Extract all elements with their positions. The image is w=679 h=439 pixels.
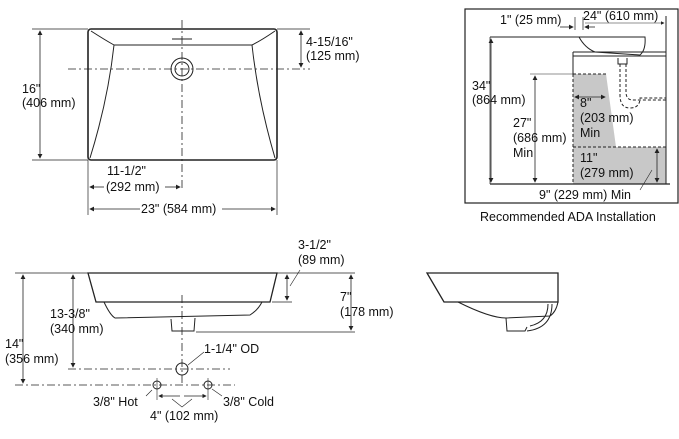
rim-depth-mm: (89 mm) — [298, 253, 345, 267]
ada-knee-depth-min: Min — [580, 126, 601, 140]
drain-offset-in: 4-15/16" — [306, 35, 353, 49]
drain-size: 1-1/4" OD — [204, 342, 260, 356]
ada-knee-height-min: Min — [513, 146, 534, 160]
ada-toe-height-mm: (279 mm) — [580, 166, 634, 180]
ada-toe-depth: 9" (229 mm) Min — [539, 188, 631, 202]
front-view-sink — [87, 272, 278, 332]
top-height-mm: (406 mm) — [22, 96, 76, 110]
half-width-in: 11-1/2" — [107, 164, 146, 178]
ada-rim-height-mm: (864 mm) — [472, 93, 526, 107]
ada-knee-depth-in: 8" — [580, 96, 592, 110]
drain-height-in: 13-3/8" — [50, 307, 90, 321]
bowl-depth-in: 7" — [340, 290, 352, 304]
top-view-sink — [87, 28, 278, 161]
half-width-mm: (292 mm) — [106, 180, 160, 194]
ada-section — [490, 16, 670, 185]
ada-toe-height-in: 11" — [580, 151, 598, 165]
ada-overhang: 1" (25 mm) — [500, 13, 562, 27]
supply-height-in: 14" — [5, 337, 24, 351]
hot-supply: 3/8" Hot — [93, 395, 138, 409]
ada-knee-height-in: 27" — [513, 116, 532, 130]
ada-rim-height-in: 34" — [472, 79, 491, 93]
ada-knee-depth-mm: (203 mm) — [580, 111, 634, 125]
drain-height-mm: (340 mm) — [50, 322, 104, 336]
ada-knee-height-mm: (686 mm) — [513, 131, 567, 145]
overall-width: 23" (584 mm) — [141, 202, 217, 216]
ada-caption: Recommended ADA Installation — [480, 210, 656, 224]
side-view-sink — [425, 272, 559, 332]
drain-offset-mm: (125 mm) — [306, 49, 360, 63]
supply-height-mm: (356 mm) — [5, 352, 59, 366]
ada-depth: 24" (610 mm) — [583, 9, 659, 23]
bowl-depth-mm: (178 mm) — [340, 305, 394, 319]
top-height-in: 16" — [22, 82, 41, 96]
rim-depth-in: 3-1/2" — [298, 238, 331, 252]
supply-spacing: 4" (102 mm) — [150, 409, 219, 423]
cold-supply: 3/8" Cold — [223, 395, 274, 409]
